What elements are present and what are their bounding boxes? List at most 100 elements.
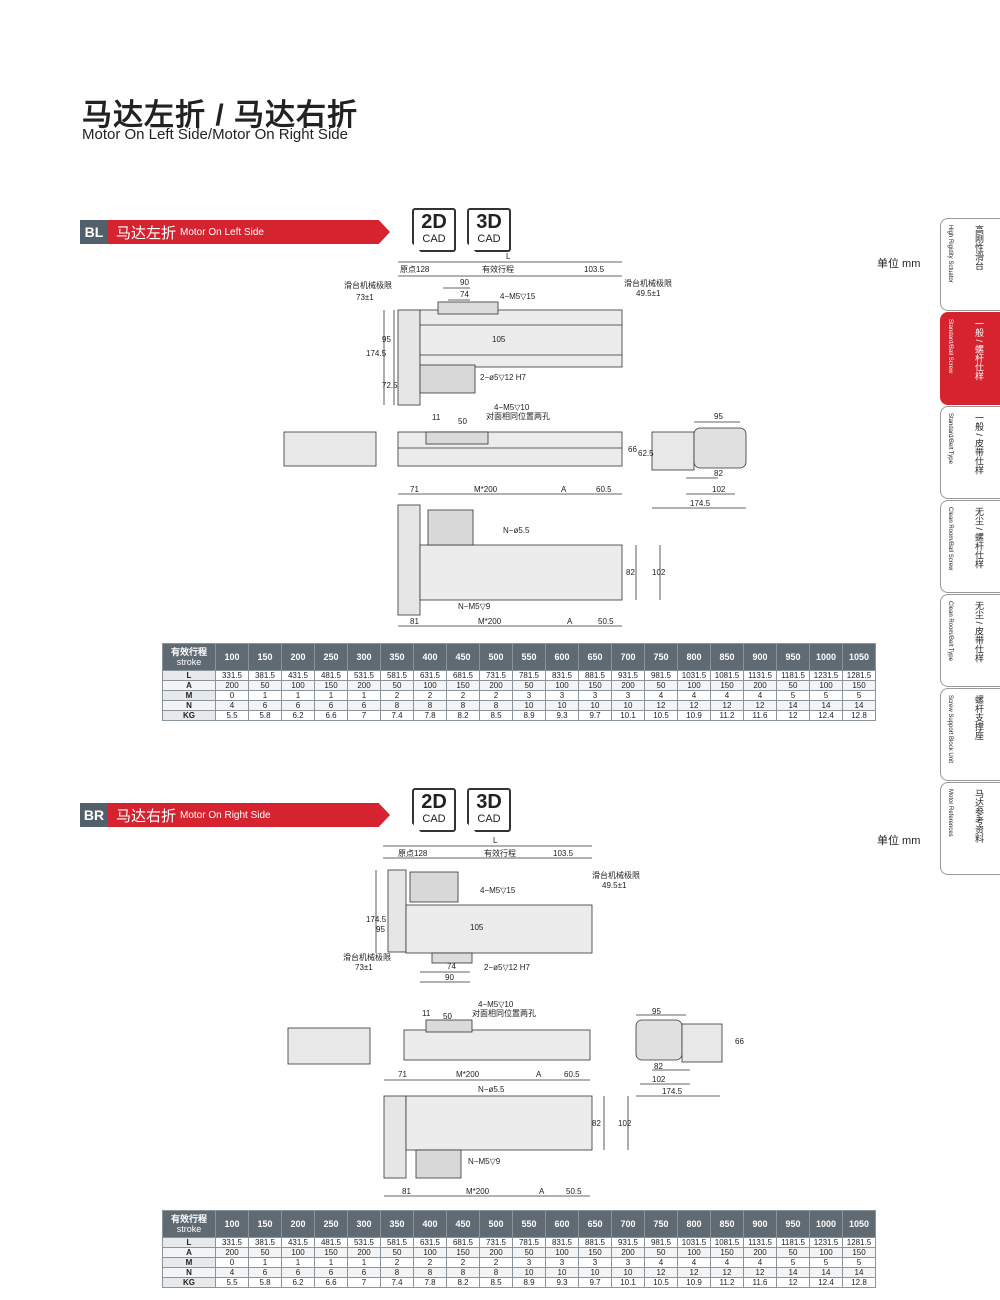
stroke-header: 400 [413,1210,447,1238]
stroke-header: 500 [479,643,513,671]
dim-origin: 原点128 [400,265,430,274]
table-cell: 7.8 [413,1277,447,1288]
stroke-header: 900 [743,643,777,671]
stroke-header: 100 [215,1210,249,1238]
dim-m200-bottom: M*200 [466,1187,490,1196]
table-cell: 5 [776,1257,810,1268]
table-cell: 10.1 [611,710,645,721]
table-cell: 2 [446,690,480,701]
row-label: A [162,680,216,691]
stroke-header: 450 [446,643,480,671]
dim-50: 50 [458,417,467,426]
table-cell: 931.5 [611,1237,645,1248]
side-tab-label-en: Standard/Belt Type [947,413,953,464]
stroke-header: 500 [479,1210,513,1238]
dim-m200-bottom: M*200 [478,617,502,626]
table-cell: 4 [644,1257,678,1268]
table-cell: 5.8 [248,710,282,721]
table-cell: 4 [677,690,711,701]
table-cell: 5 [842,690,876,701]
table-cell: 150 [842,680,876,691]
header-en: stroke [176,657,202,667]
side-tab-label-en: Screw Support Block Unit [947,695,953,764]
stroke-header: 700 [611,643,645,671]
table-cell: 1131.5 [743,1237,777,1248]
dim-102: 102 [652,1075,666,1084]
cad-3d-big: 3D [476,211,502,233]
table-cell: 6 [347,700,381,711]
table-cell: 100 [545,1247,579,1258]
row-label: L [162,1237,216,1248]
dim-11: 11 [422,1009,431,1018]
table-cell: 6 [248,1267,282,1278]
table-cell: 10 [545,700,579,711]
dim-90: 90 [460,278,469,287]
table-cell: 200 [215,680,249,691]
table-cell: 14 [809,700,843,711]
dim-50-5: 50.5 [598,617,614,626]
dim-102-bottom: 102 [618,1119,632,1128]
dim-limit-right: 滑台机械极限 [624,278,672,288]
table-cell: 100 [809,680,843,691]
table-cell: 5 [842,1257,876,1268]
table-cell: 4 [215,700,249,711]
table-cell: 200 [347,680,381,691]
stroke-header: 550 [512,643,546,671]
table-cell: 200 [479,1247,513,1258]
dim-limit: 滑台机械极限 [343,952,391,962]
table-cell: 2 [413,1257,447,1268]
table-cell: 3 [545,1257,579,1268]
stroke-header: 100 [215,643,249,671]
table-cell: 150 [314,680,348,691]
dim-49: 49.5±1 [602,881,627,890]
table-cell: 481.5 [314,670,348,681]
stroke-header: 800 [677,1210,711,1238]
table-cell: 8 [380,700,414,711]
stroke-header: 200 [281,643,315,671]
cad-2d-big: 2D [421,211,447,233]
table-cell: 8 [479,700,513,711]
header-cn: 有效行程 [170,1214,207,1224]
dim-81: 81 [402,1187,411,1196]
table-cell: 14 [776,700,810,711]
br-front-view [287,1019,591,1065]
dim-A: A [561,485,567,494]
table-cell: 11.6 [743,710,777,721]
table-cell: 6 [281,1267,315,1278]
table-cell: 5 [809,1257,843,1268]
table-cell: 200 [479,680,513,691]
stroke-header: 200 [281,1210,315,1238]
table-cell: 1131.5 [743,670,777,681]
table-cell: 8.5 [479,1277,513,1288]
row-label: N [162,700,216,711]
row-label: M [162,1257,216,1268]
table-cell: 8 [446,1267,480,1278]
table-cell: 981.5 [644,1237,678,1248]
side-tab-label-en: Standard/Ball Screw [947,319,953,374]
table-cell: 9.7 [578,1277,612,1288]
table-cell: 6 [281,700,315,711]
stroke-header: 900 [743,1210,777,1238]
table-cell: 100 [677,680,711,691]
dim-m5-15: 4−M5▽15 [480,886,516,895]
bl-front-view [283,431,623,467]
dim-stroke: 有效行程 [484,848,516,858]
stroke-header: 800 [677,643,711,671]
table-cell: 10.5 [644,710,678,721]
stroke-header: 1000 [809,643,843,671]
table-cell: 11.2 [710,710,744,721]
table-cell: 6.6 [314,1277,348,1288]
